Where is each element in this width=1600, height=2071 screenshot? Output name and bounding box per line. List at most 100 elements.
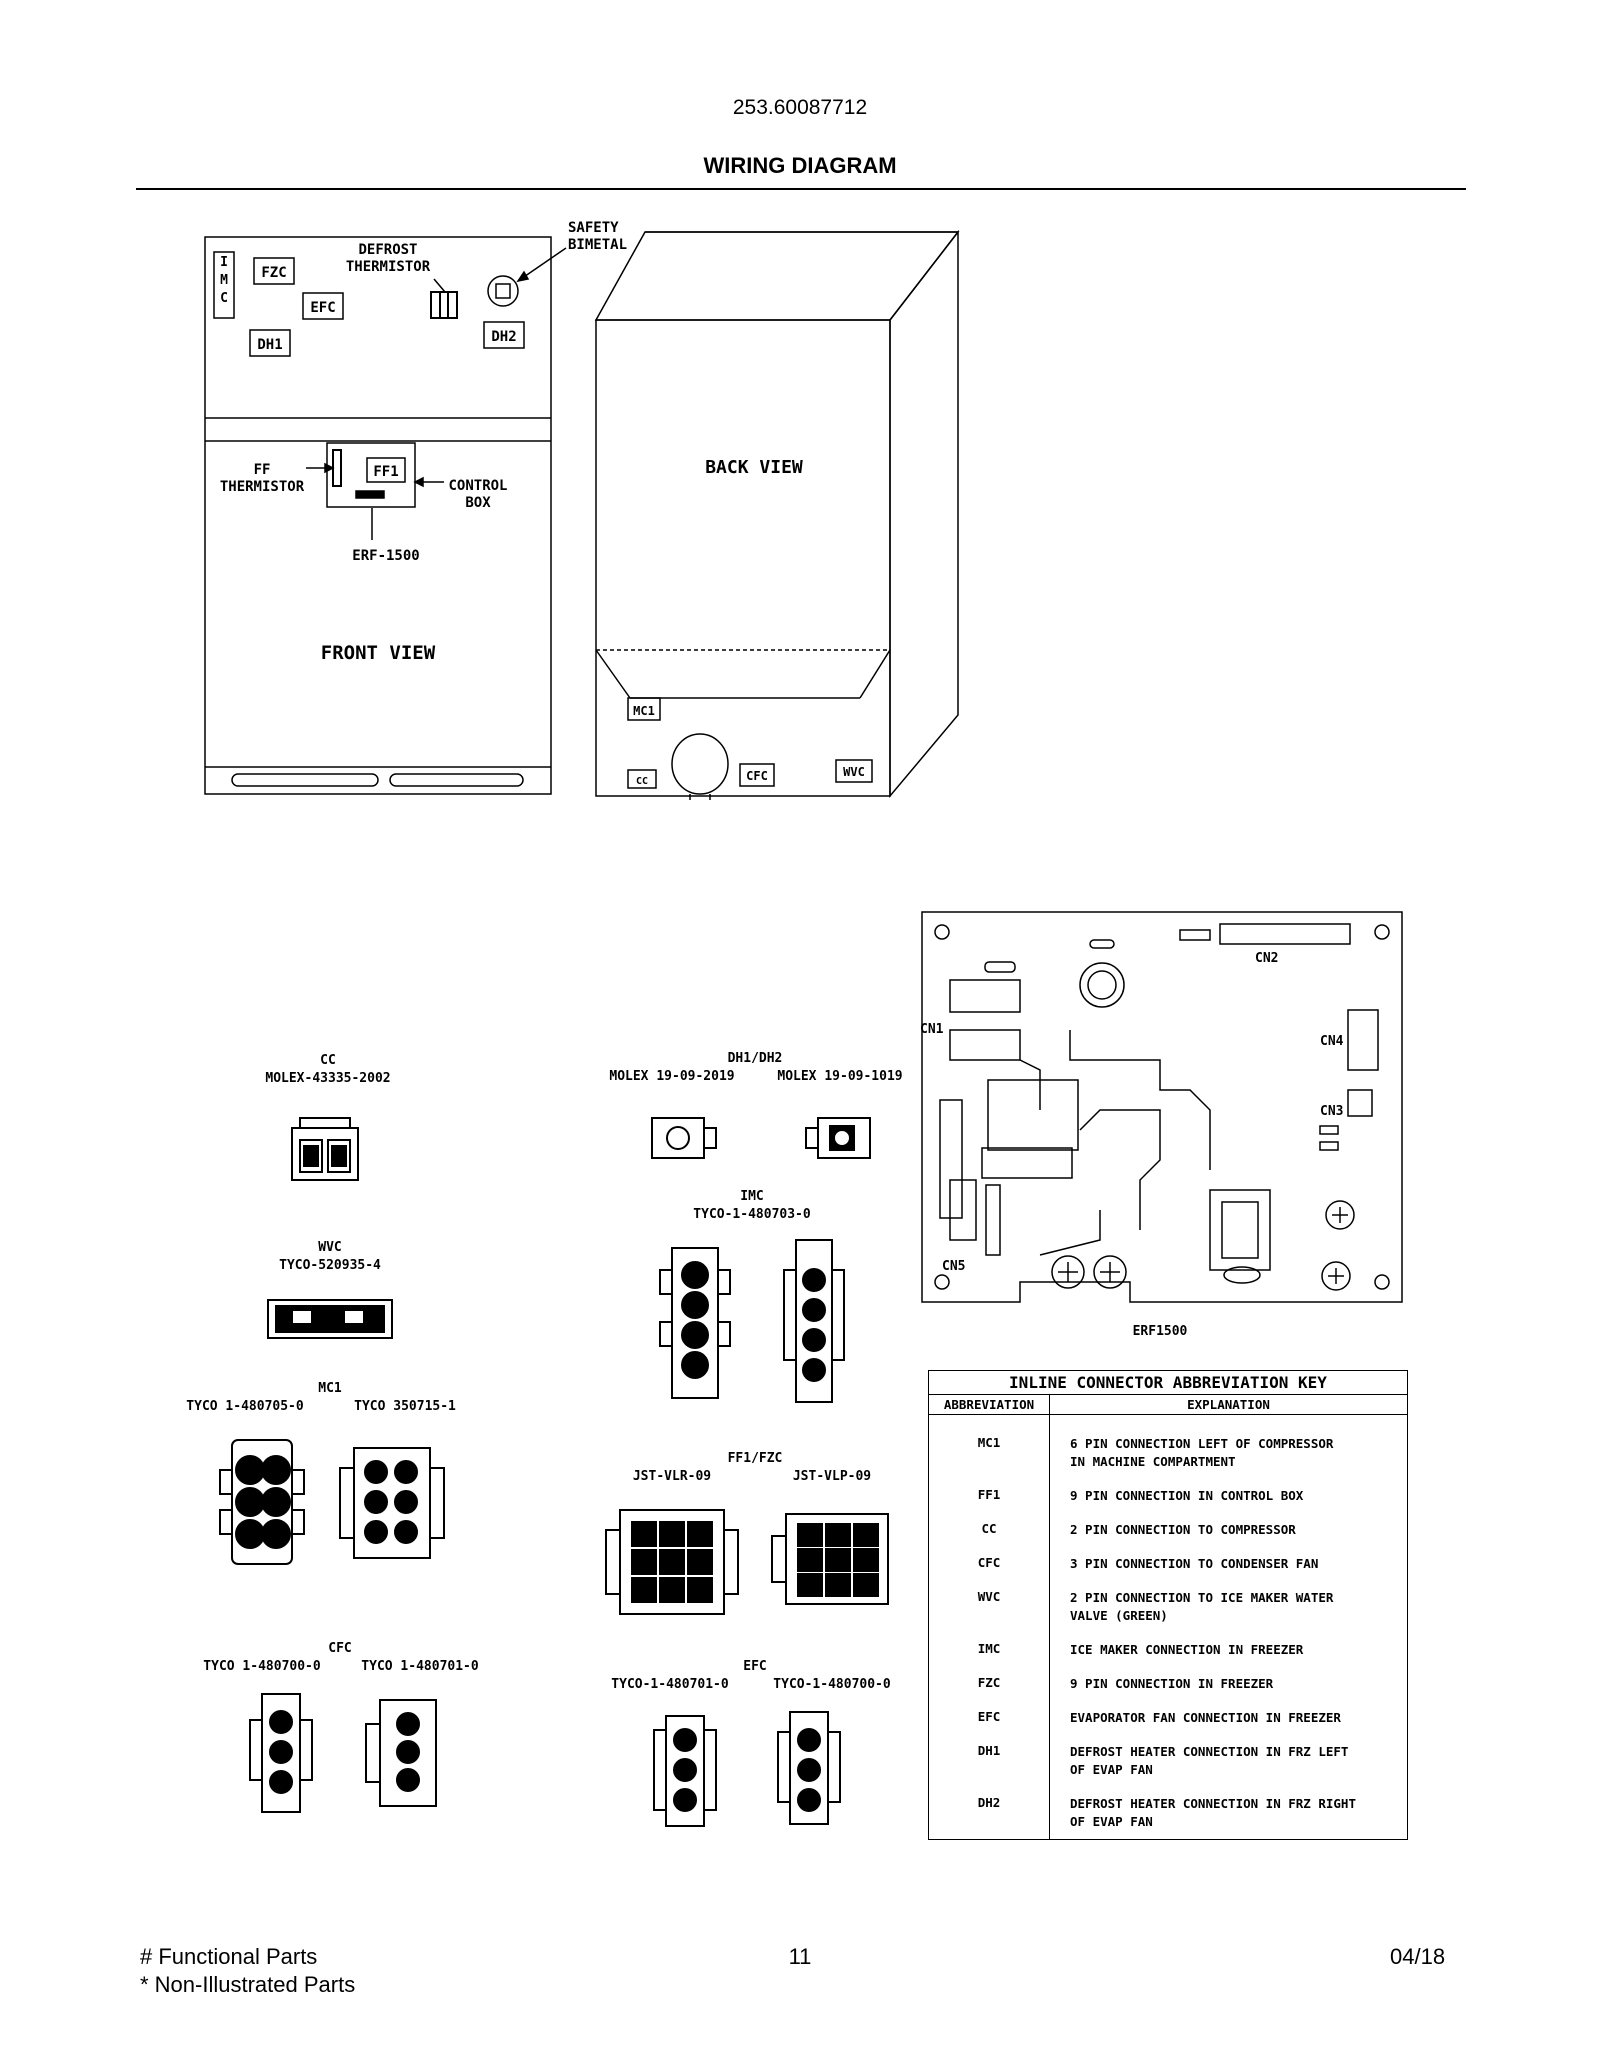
key-explanation: 9 PIN CONNECTION IN CONTROL BOX [1070, 1488, 1304, 1503]
key-abbreviation: FF1 [929, 1479, 1050, 1513]
efc-label: EFC [310, 300, 335, 316]
key-explanation: EVAPORATOR FAN CONNECTION IN FREEZER [1070, 1710, 1341, 1725]
footer-non-illustrated-parts: * Non-Illustrated Parts [140, 1972, 356, 1997]
cc-connector-drawing [291, 1117, 359, 1181]
safety-bimetal-part [487, 275, 519, 307]
board-outline [921, 911, 1403, 1303]
cn4-label: CN4 [1320, 1034, 1344, 1049]
cn2-label: CN2 [1255, 951, 1278, 966]
board-label: ERF1500 [1133, 1324, 1188, 1339]
cn1-label: CN1 [920, 1022, 944, 1037]
key-explanation: DEFROST HEATER CONNECTION IN FRZ LEFT OF… [1070, 1744, 1349, 1777]
relay-2 [981, 1147, 1073, 1179]
cfc-connector-name: CFC [328, 1641, 351, 1656]
footer-page-number: 11 [788, 1944, 812, 1969]
buzzer-part [1079, 962, 1125, 1008]
key-explanation: 2 PIN CONNECTION TO COMPRESSOR [1070, 1522, 1296, 1537]
key-table-title: INLINE CONNECTOR ABBREVIATION KEY [929, 1371, 1407, 1395]
key-table-row: CC 2 PIN CONNECTION TO COMPRESSOR [929, 1513, 1407, 1547]
key-col-explanation: EXPLANATION [1187, 1397, 1270, 1412]
dh-connector-part-b: MOLEX 19-09-1019 [777, 1069, 902, 1084]
key-abbreviation: FZC [929, 1667, 1050, 1701]
mc1-connector-name: MC1 [318, 1381, 342, 1396]
key-table-row: DH1 DEFROST HEATER CONNECTION IN FRZ LEFT… [929, 1735, 1407, 1787]
dh-connector-name: DH1/DH2 [728, 1051, 783, 1066]
cn5-connector [949, 1179, 977, 1241]
key-abbreviation: WVC [929, 1581, 1050, 1633]
key-table-row: WVC 2 PIN CONNECTION TO ICE MAKER WATER V… [929, 1581, 1407, 1633]
transformer-part [1209, 1189, 1271, 1271]
footer-functional-parts: # Functional Parts [140, 1944, 318, 1969]
key-abbreviation: CFC [929, 1547, 1050, 1581]
key-table-row: FF1 9 PIN CONNECTION IN CONTROL BOX [929, 1479, 1407, 1513]
dh1-label: DH1 [257, 337, 282, 353]
key-abbreviation: DH1 [929, 1735, 1050, 1787]
key-abbreviation: MC1 [929, 1414, 1050, 1479]
mc1-connector-drawing-b [339, 1447, 445, 1559]
control-box-part [326, 442, 416, 508]
key-abbreviation: CC [929, 1513, 1050, 1547]
efc-connector-drawing-a [653, 1715, 717, 1827]
cfc-connector-drawing-b [365, 1699, 437, 1807]
imc-connector-name: IMC [740, 1189, 763, 1204]
cfc-label: CFC [746, 769, 768, 783]
cfc-connector-drawing-a [249, 1693, 313, 1813]
cn4-connector [1347, 1009, 1379, 1071]
ff1fzc-connector-drawing-a [605, 1509, 739, 1615]
ff1fzc-connector-name: FF1/FZC [728, 1451, 783, 1466]
cn1-connector [939, 1099, 963, 1219]
ff1-label: FF1 [373, 464, 398, 480]
cn3-connector [1347, 1089, 1373, 1117]
fzc-label: FZC [261, 265, 286, 281]
dh-connector-drawing-b [805, 1117, 871, 1159]
dh2-label: DH2 [491, 329, 516, 345]
cfc-connector-part-b: TYCO 1-480701-0 [361, 1659, 479, 1674]
efc-connector-part-a: TYCO-1-480701-0 [611, 1677, 729, 1692]
doc-number: 253.60087712 [732, 96, 868, 119]
back-view-label: BACK VIEW [705, 457, 803, 478]
wvc-connector-name: WVC [318, 1240, 341, 1255]
cn2-connector [1219, 923, 1351, 945]
efc-connector-drawing-b [777, 1711, 841, 1825]
defrost-thermistor-part [430, 291, 458, 319]
cc-connector-name: CC [320, 1053, 336, 1068]
title-divider [136, 188, 1466, 190]
key-col-abbreviation: ABBREVIATION [929, 1395, 1050, 1415]
ff1-box [366, 457, 406, 483]
ff1fzc-connector-part-a: JST-VLR-09 [633, 1469, 711, 1484]
front-view-cabinet [204, 236, 552, 795]
cn3-label: CN3 [1320, 1104, 1343, 1119]
cfc-connector-part-a: TYCO 1-480700-0 [203, 1659, 321, 1674]
control-board-erf1500: CN1 CN2 CN3 CN4 CN5 ERF1500 [920, 911, 1403, 1339]
cc-box [627, 769, 657, 789]
dh-connector-drawing-a [651, 1117, 717, 1159]
mc1-connector-drawing-a [219, 1439, 305, 1565]
mc1-connector-part-a: TYCO 1-480705-0 [186, 1399, 304, 1414]
key-explanation: 2 PIN CONNECTION TO ICE MAKER WATER VALV… [1070, 1590, 1334, 1623]
mc1-connector-part-b: TYCO 350715-1 [354, 1399, 456, 1414]
back-view-side [889, 229, 959, 799]
imc-connector-part: TYCO-1-480703-0 [693, 1207, 811, 1222]
wvc-label: WVC [843, 765, 865, 779]
mc1-label: MC1 [633, 704, 655, 718]
ff1fzc-connector-drawing-b [771, 1513, 889, 1605]
key-explanation: ICE MAKER CONNECTION IN FREEZER [1070, 1642, 1304, 1657]
key-abbreviation: DH2 [929, 1787, 1050, 1839]
dh2-box [483, 321, 525, 349]
connector-drawings: CC MOLEX-43335-2002 WVC TYCO-520935-4 MC… [186, 1051, 903, 1827]
efc-box [302, 292, 344, 320]
abbreviation-key-table: INLINE CONNECTOR ABBREVIATION KEY ABBREV… [928, 1370, 1408, 1840]
wvc-connector-part: TYCO-520935-4 [279, 1258, 381, 1273]
compressor-part [671, 733, 729, 795]
